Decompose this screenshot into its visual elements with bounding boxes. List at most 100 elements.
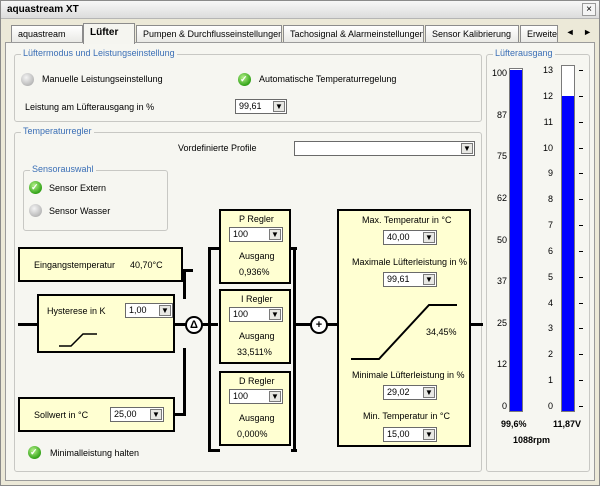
max-power-value: 99,61 bbox=[387, 274, 410, 284]
tab-strip: aquastream Lüfter Pumpen & Durchflussein… bbox=[1, 23, 599, 44]
percent-tick-label: 12 bbox=[496, 359, 507, 370]
chevron-down-icon[interactable]: ▼ bbox=[269, 391, 281, 402]
sensor-water-radio[interactable] bbox=[29, 204, 42, 217]
max-power-combo[interactable]: 99,61 ▼ bbox=[383, 272, 437, 287]
volt-tick-label: 5 bbox=[547, 271, 553, 282]
check-icon: ✓ bbox=[31, 182, 39, 192]
sensor-extern-label: Sensor Extern bbox=[49, 183, 107, 193]
volt-tick-mark bbox=[579, 380, 583, 382]
input-temp-box: Eingangstemperatur 40,70°C bbox=[18, 247, 183, 282]
percent-tick-label: 25 bbox=[496, 317, 507, 328]
sum-icon: + bbox=[310, 316, 328, 334]
temp-controller-group: Temperaturregler Vordefinierte Profile ▼… bbox=[14, 126, 483, 472]
chevron-down-icon[interactable]: ▼ bbox=[273, 101, 285, 112]
max-temp-combo[interactable]: 40,00 ▼ bbox=[383, 230, 437, 245]
tab-scroll-arrows[interactable]: ◄ ► bbox=[565, 27, 595, 37]
connector-line bbox=[175, 413, 186, 416]
d-output-label: Ausgang bbox=[239, 413, 275, 423]
chevron-down-icon[interactable]: ▼ bbox=[269, 229, 281, 240]
chevron-down-icon[interactable]: ▼ bbox=[423, 429, 435, 440]
volt-tick-label: 0 bbox=[547, 401, 553, 411]
tab-aquastream[interactable]: aquastream bbox=[11, 25, 83, 43]
volt-tick-mark bbox=[579, 354, 583, 356]
volt-meter bbox=[561, 65, 575, 412]
setpoint-box: Sollwert in °C 25,00 ▼ bbox=[18, 397, 175, 432]
window-title: aquastream XT bbox=[7, 4, 79, 15]
fan-curve-box: Max. Temperatur in °C 40,00 ▼ Maximale L… bbox=[337, 209, 471, 447]
tab-tachosignal[interactable]: Tachosignal & Alarmeinstellungen bbox=[283, 25, 424, 43]
percent-tick-label: 100 bbox=[491, 68, 507, 78]
i-output-label: Ausgang bbox=[239, 331, 275, 341]
sensor-group-title: Sensorauswahl bbox=[30, 164, 96, 174]
volt-tick-mark bbox=[579, 276, 583, 278]
check-icon: ✓ bbox=[240, 74, 248, 84]
chevron-down-icon[interactable]: ▼ bbox=[150, 409, 162, 420]
fan-output-title: Lüfterausgang bbox=[493, 48, 555, 58]
power-label: Leistung am Lüfterausgang in % bbox=[25, 102, 155, 112]
title-bar: aquastream XT × bbox=[1, 1, 599, 19]
sensor-group: Sensorauswahl ✓ Sensor Extern Sensor Was… bbox=[23, 164, 168, 231]
hysteresis-combo[interactable]: 1,00 ▼ bbox=[125, 303, 173, 318]
percent-tick-label: 0 bbox=[501, 401, 507, 411]
auto-mode-radio[interactable]: ✓ bbox=[238, 73, 251, 86]
min-power-combo[interactable]: 29,02 ▼ bbox=[383, 385, 437, 400]
auto-mode-label: Automatische Temperaturregelung bbox=[259, 74, 397, 84]
profiles-combo[interactable]: ▼ bbox=[294, 141, 475, 156]
chevron-down-icon[interactable]: ▼ bbox=[159, 305, 171, 316]
chevron-down-icon[interactable]: ▼ bbox=[461, 143, 473, 154]
tab-luefter[interactable]: Lüfter bbox=[83, 23, 135, 44]
percent-tick-label: 87 bbox=[496, 109, 507, 120]
volt-meter-fill bbox=[562, 96, 574, 411]
chevron-down-icon[interactable]: ▼ bbox=[269, 309, 281, 320]
volt-tick-label: 7 bbox=[547, 220, 553, 231]
tab-content-luefter: Lüftermodus und Leistungseinstellung Man… bbox=[5, 42, 595, 481]
volt-tick-label: 12 bbox=[542, 90, 553, 101]
volt-tick-mark bbox=[579, 70, 583, 71]
min-power-label: Minimale Lüfterleistung in % bbox=[352, 370, 465, 380]
fan-curve-graph bbox=[351, 304, 457, 360]
min-temp-combo[interactable]: 15,00 ▼ bbox=[383, 427, 437, 442]
tab-pumpen[interactable]: Pumpen & Durchflusseinstellungen bbox=[136, 25, 282, 43]
setpoint-combo[interactable]: 25,00 ▼ bbox=[110, 407, 164, 422]
connector-line bbox=[183, 269, 193, 272]
connector-line bbox=[471, 323, 483, 326]
temp-controller-title: Temperaturregler bbox=[21, 126, 94, 136]
volt-tick-mark bbox=[579, 95, 583, 97]
min-temp-value: 15,00 bbox=[387, 429, 410, 439]
percent-tick-label: 62 bbox=[496, 192, 507, 203]
setpoint-label: Sollwert in °C bbox=[34, 410, 89, 420]
input-temp-label: Eingangstemperatur bbox=[34, 260, 116, 270]
i-combo[interactable]: 100 ▼ bbox=[229, 307, 283, 322]
i-controller-box: I Regler 100 ▼ Ausgang 33,511% bbox=[219, 289, 291, 364]
p-value: 100 bbox=[233, 229, 249, 239]
percent-tick-label: 50 bbox=[496, 234, 507, 245]
chevron-down-icon[interactable]: ▼ bbox=[423, 232, 435, 243]
fan-mode-group: Lüftermodus und Leistungseinstellung Man… bbox=[14, 48, 482, 122]
chevron-down-icon[interactable]: ▼ bbox=[423, 387, 435, 398]
volt-tick-label: 3 bbox=[547, 323, 553, 334]
volt-tick-mark bbox=[579, 406, 583, 407]
chevron-down-icon[interactable]: ▼ bbox=[423, 274, 435, 285]
sensor-extern-radio[interactable]: ✓ bbox=[29, 181, 42, 194]
setpoint-value: 25,00 bbox=[114, 409, 137, 419]
power-combo[interactable]: 99,61 ▼ bbox=[235, 99, 287, 114]
volt-tick-mark bbox=[579, 250, 583, 252]
hold-min-radio[interactable]: ✓ bbox=[28, 446, 41, 459]
tab-erweitert[interactable]: Erweite bbox=[520, 25, 558, 43]
max-temp-value: 40,00 bbox=[387, 232, 410, 242]
i-value: 100 bbox=[233, 309, 249, 319]
tab-sensor-kalibrierung[interactable]: Sensor Kalibrierung bbox=[425, 25, 519, 43]
manual-mode-radio[interactable] bbox=[21, 73, 34, 86]
min-temp-label: Min. Temperatur in °C bbox=[363, 411, 450, 421]
volt-tick-mark bbox=[579, 147, 583, 149]
p-controller-box: P Regler 100 ▼ Ausgang 0,936% bbox=[219, 209, 291, 284]
volt-tick-label: 13 bbox=[542, 65, 553, 75]
p-title: P Regler bbox=[239, 214, 274, 224]
p-combo[interactable]: 100 ▼ bbox=[229, 227, 283, 242]
d-combo[interactable]: 100 ▼ bbox=[229, 389, 283, 404]
input-temp-value: 40,70°C bbox=[130, 260, 163, 270]
volt-tick-label: 6 bbox=[547, 245, 553, 256]
hysteresis-value: 1,00 bbox=[129, 305, 147, 315]
close-button[interactable]: × bbox=[582, 3, 596, 16]
